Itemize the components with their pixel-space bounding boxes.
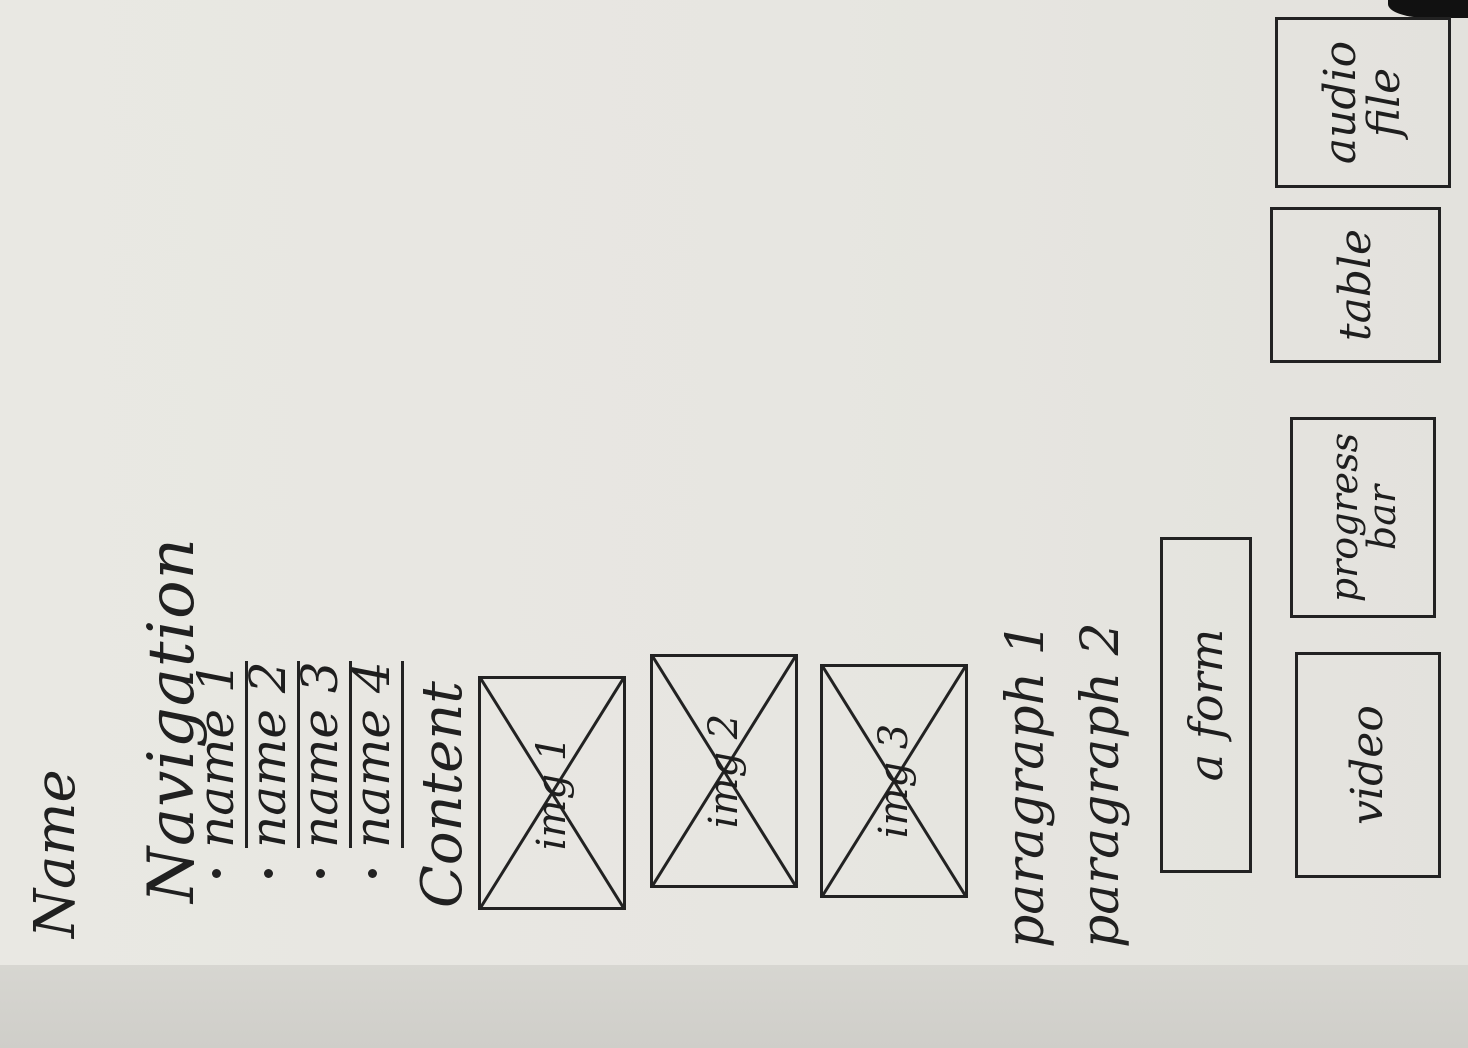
form-placeholder[interactable]: a form: [1160, 537, 1252, 873]
image-placeholder-3: img 3: [820, 664, 968, 898]
bullet-icon: [368, 869, 377, 878]
navigation-list: name 1 name 2 name 3 name 4: [187, 661, 404, 888]
nav-link-name-4[interactable]: name 4: [343, 661, 404, 888]
image-label: img 1: [529, 735, 575, 851]
nav-link-name-1[interactable]: name 1: [187, 661, 248, 888]
background-corner: [1388, 0, 1468, 18]
video-placeholder[interactable]: video: [1295, 652, 1441, 878]
image-placeholder-cross-icon: [653, 657, 795, 885]
nav-link-name-3[interactable]: name 3: [291, 661, 352, 888]
image-label: img 2: [701, 713, 747, 829]
paper-shadow: [0, 965, 1468, 1048]
paragraph-2: paragraph 2: [1071, 622, 1131, 948]
progress-bar-placeholder: progress bar: [1290, 417, 1436, 618]
bullet-icon: [316, 869, 325, 878]
image-placeholder-1: img 1: [478, 676, 626, 910]
image-label: img 3: [871, 723, 917, 839]
image-placeholder-cross-icon: [481, 679, 623, 907]
nav-link-label[interactable]: name 4: [343, 661, 404, 848]
image-placeholder-2: img 2: [650, 654, 798, 888]
paragraph-1: paragraph 1: [996, 622, 1056, 948]
bullet-icon: [264, 869, 273, 878]
content-heading: Content: [410, 681, 475, 908]
audio-file-placeholder[interactable]: audio file: [1275, 17, 1451, 188]
image-placeholder-cross-icon: [823, 667, 965, 895]
table-placeholder: table: [1270, 207, 1441, 363]
bullet-icon: [212, 869, 221, 878]
nav-link-name-2[interactable]: name 2: [239, 661, 300, 888]
site-name: Name: [23, 769, 88, 938]
